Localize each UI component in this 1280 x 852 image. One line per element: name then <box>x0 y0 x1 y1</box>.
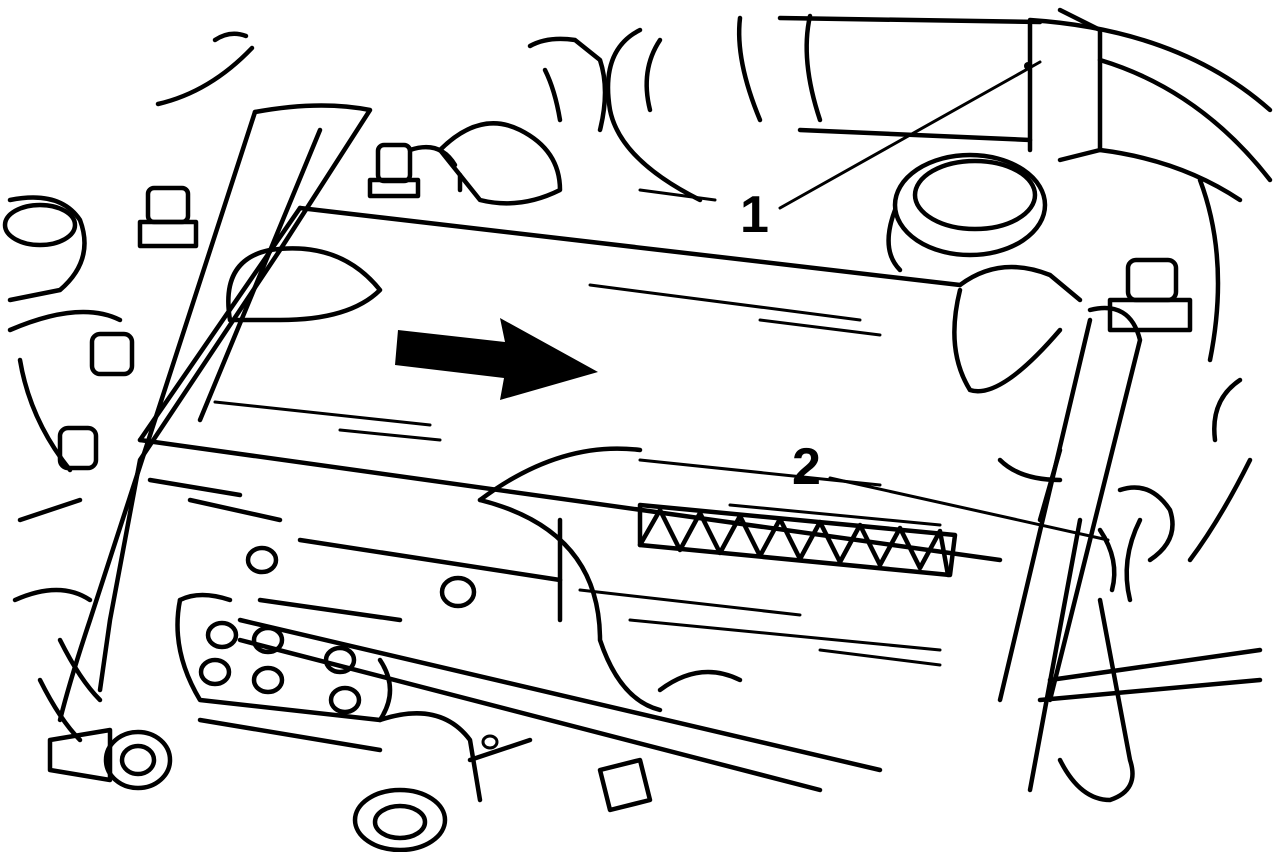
callout-2-label: 2 <box>792 438 821 496</box>
callout-1-label: 1 <box>740 186 769 244</box>
callout-2-leader <box>828 476 1117 593</box>
top-fittings <box>367 121 563 206</box>
right-arrow-icon <box>395 318 598 400</box>
injector-rail <box>175 545 533 803</box>
cylinder-head-cover <box>137 205 1143 793</box>
ribbed-decal <box>637 502 958 578</box>
callout-1-leader <box>638 60 1042 210</box>
engine-background <box>2 7 1273 852</box>
intake-pipe <box>37 103 373 743</box>
